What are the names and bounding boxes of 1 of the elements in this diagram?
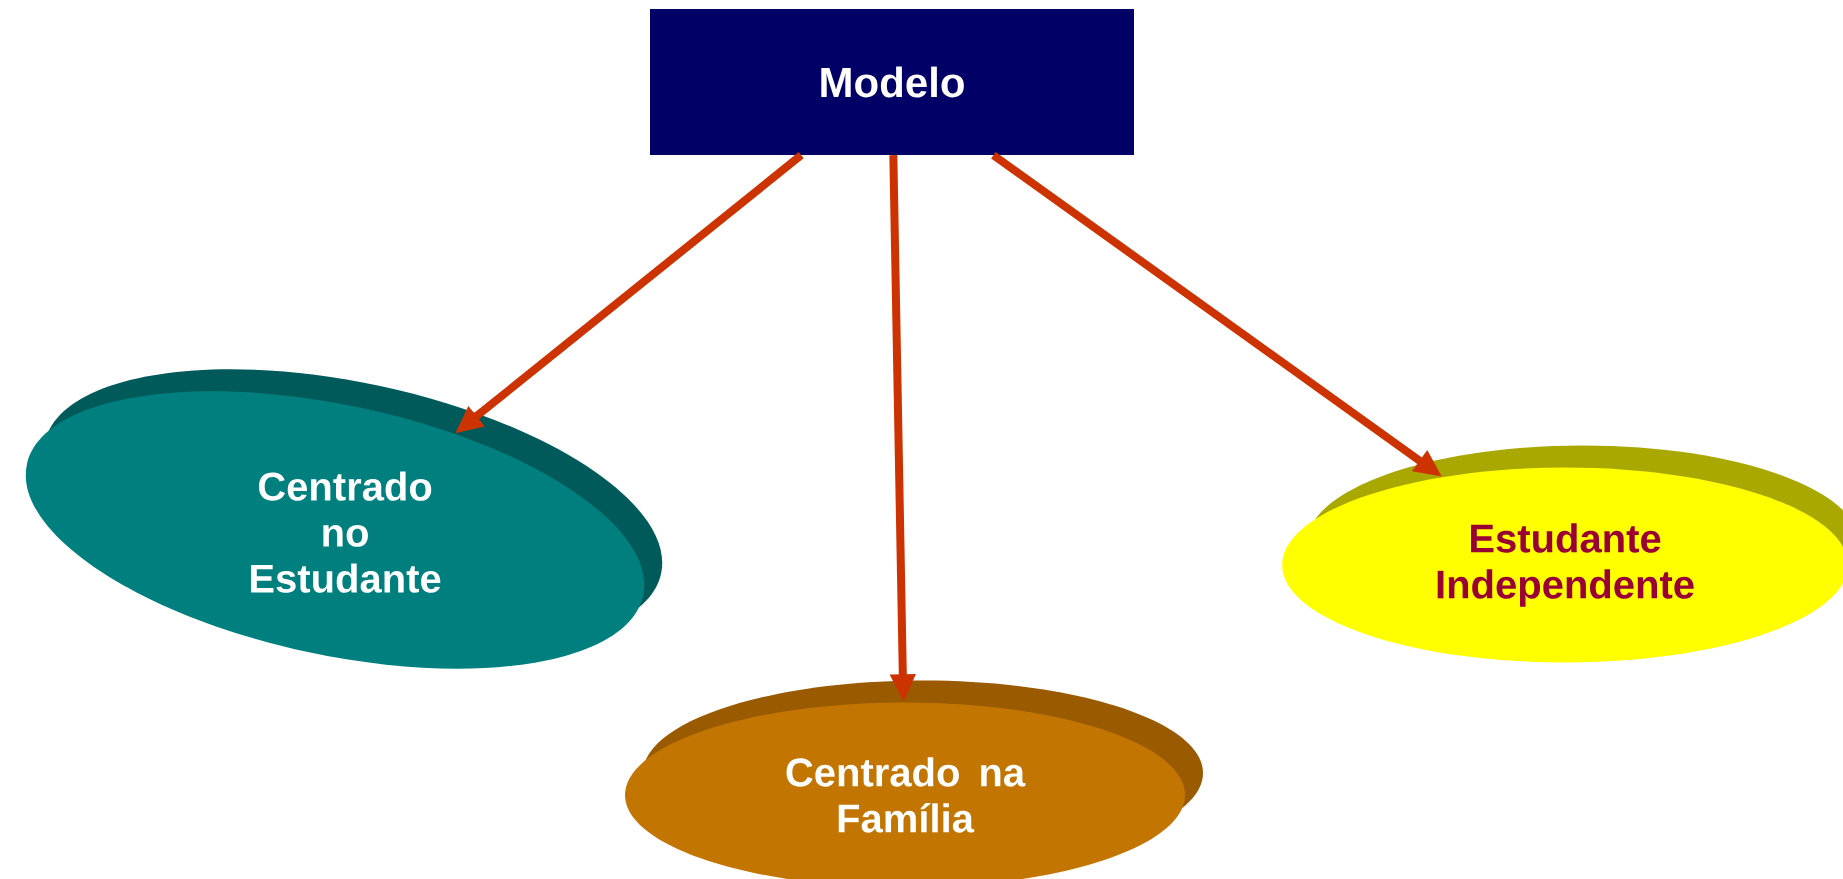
title-box: Modelo [650, 9, 1134, 155]
